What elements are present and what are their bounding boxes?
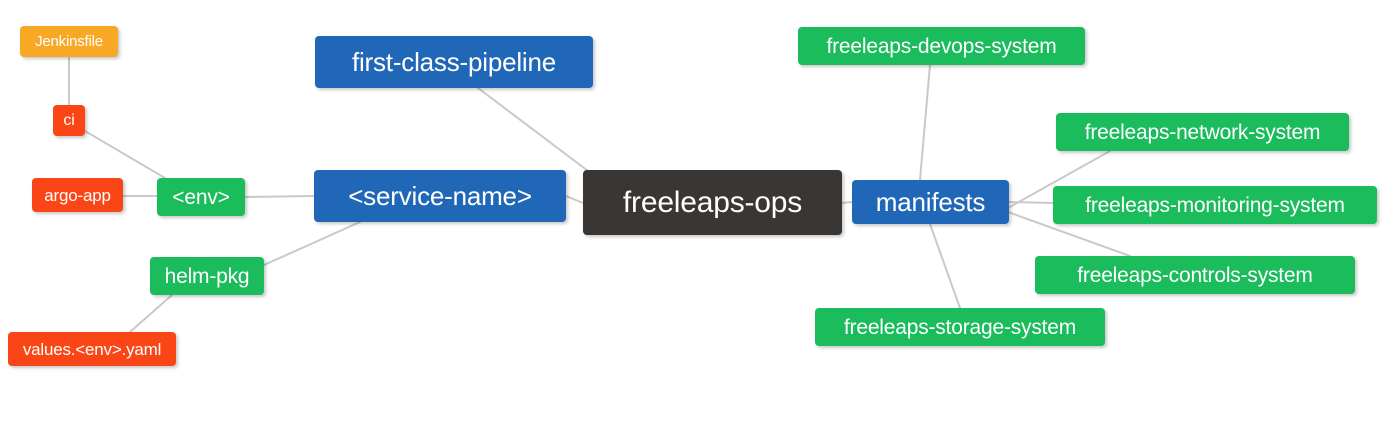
mindmap-node-freeleaps-storage-system[interactable]: freeleaps-storage-system [815, 308, 1105, 346]
edge-env-to-ci [84, 130, 166, 179]
mindmap-node-freeleaps-ops[interactable]: freeleaps-ops [583, 170, 842, 235]
mindmap-node-manifests[interactable]: manifests [852, 180, 1009, 224]
mindmap-node-argo-app[interactable]: argo-app [32, 178, 123, 212]
edge-manifests-to-freeleaps-storage-system [929, 223, 961, 309]
mindmap-node-freeleaps-monitoring-system[interactable]: freeleaps-monitoring-system [1053, 186, 1377, 224]
edge-helm-pkg-to-values-env-yaml [129, 294, 173, 333]
mindmap-node-ci[interactable]: ci [53, 105, 85, 136]
edge-manifests-to-freeleaps-monitoring-system [1007, 201, 1054, 204]
mindmap-node-helm-pkg[interactable]: helm-pkg [150, 257, 264, 295]
edge-service-name-to-helm-pkg [263, 221, 361, 266]
edge-manifests-to-freeleaps-devops-system [919, 64, 931, 181]
mindmap-node-first-class-pipeline[interactable]: first-class-pipeline [315, 36, 593, 88]
mindmap-node-jenkinsfile[interactable]: Jenkinsfile [20, 26, 118, 57]
edge-freeleaps-ops-to-first-class-pipeline [477, 87, 601, 181]
mindmap-node-env[interactable]: <env> [157, 178, 245, 216]
edge-freeleaps-ops-to-service-name [565, 195, 584, 204]
edge-freeleaps-ops-to-manifests [841, 201, 853, 204]
mindmap-node-values-env-yaml[interactable]: values.<env>.yaml [8, 332, 176, 366]
mindmap-node-freeleaps-controls-system[interactable]: freeleaps-controls-system [1035, 256, 1355, 294]
mindmap-node-service-name[interactable]: <service-name> [314, 170, 566, 222]
mindmap-node-freeleaps-devops-system[interactable]: freeleaps-devops-system [798, 27, 1085, 65]
edge-service-name-to-env [244, 195, 315, 198]
mindmap-node-freeleaps-network-system[interactable]: freeleaps-network-system [1056, 113, 1349, 151]
